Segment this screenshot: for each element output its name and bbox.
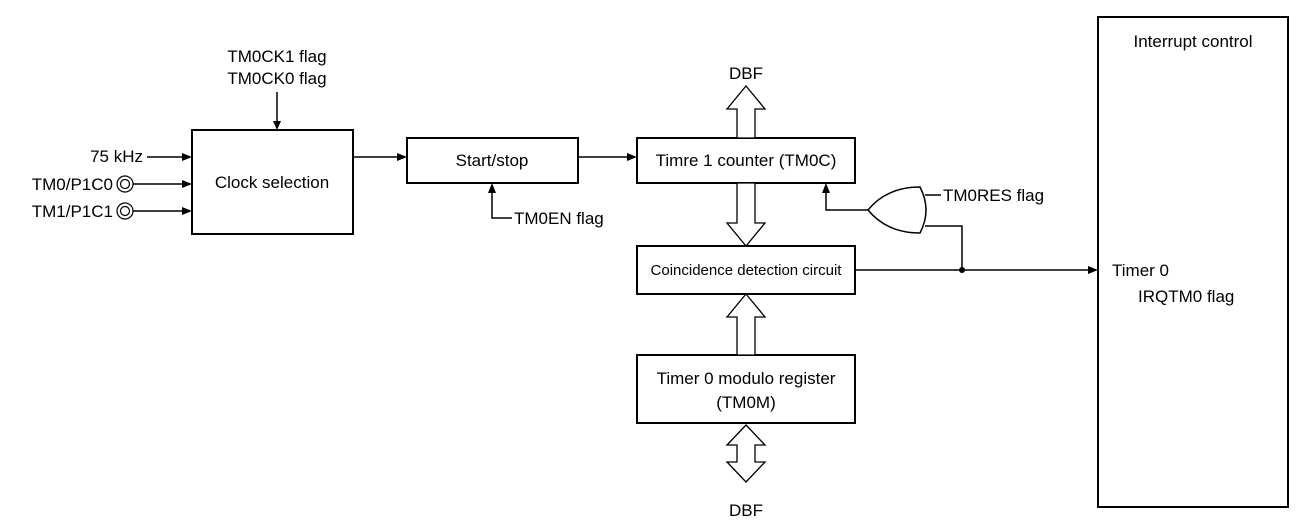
modulo-to-coincidence-bus-arrow [725, 292, 767, 356]
modulo-register-label-line1: Timer 0 modulo register [657, 369, 836, 388]
timer0-label: Timer 0 [1112, 261, 1169, 280]
tm0en-flag-label: TM0EN flag [514, 209, 604, 228]
dbf-bottom-label: DBF [729, 501, 763, 520]
dbf-bottom-bus-arrow [725, 424, 767, 483]
interrupt-control-block [1097, 16, 1289, 508]
interrupt-control-label: Interrupt control [1133, 32, 1252, 51]
start-stop-label: Start/stop [456, 151, 529, 170]
or-to-counter-reset-line [825, 192, 868, 211]
tm1-pin-label: TM1/P1C1 [32, 202, 113, 221]
modulo-register-label-line2: (TM0M) [716, 393, 775, 412]
tm1-pin-terminal-inner [119, 205, 131, 217]
tm0-pin-arrow-head [182, 180, 192, 188]
irqtm0-flag-label: IRQTM0 flag [1138, 287, 1234, 306]
dbf-top-bus-arrow [725, 84, 767, 139]
clock-75khz-arrow-head [182, 153, 192, 161]
tm0-pin-terminal-outer [116, 175, 134, 193]
tm0en-arrow-head [488, 183, 496, 193]
tm0ck1-flag-label: TM0CK1 flag [227, 47, 326, 66]
clock-75khz-label: 75 kHz [90, 147, 143, 166]
tm0en-line [491, 192, 512, 219]
coincidence-detection-label: Coincidence detection circuit [651, 262, 843, 279]
tm1-pin-terminal-outer [116, 202, 134, 220]
or-feedback-line [925, 225, 963, 270]
interrupt-arrow-head [1088, 266, 1098, 274]
tm1-pin-arrow-head [182, 207, 192, 215]
tm0ck-arrow-head [273, 121, 281, 130]
tm0ck0-flag-label: TM0CK0 flag [227, 69, 326, 88]
tm0-pin-label: TM0/P1C0 [32, 175, 113, 194]
dbf-top-label: DBF [729, 64, 763, 83]
tm0res-flag-label: TM0RES flag [943, 186, 1044, 205]
junction-dot [959, 267, 965, 273]
or-gate [867, 186, 927, 234]
clock-selection-label: Clock selection [215, 173, 329, 192]
timer-counter-label: Timre 1 counter (TM0C) [656, 151, 837, 170]
start-stop-block [406, 137, 579, 184]
timer-counter-block [636, 137, 856, 184]
clock-selection-block [191, 129, 354, 235]
modulo-register-block [636, 354, 856, 424]
tm0-pin-terminal-inner [119, 178, 131, 190]
clock-to-start-stop-arrow-head [397, 153, 407, 161]
counter-to-coincidence-bus-arrow [725, 182, 767, 248]
counter-reset-arrow-head [822, 183, 830, 193]
start-stop-to-counter-arrow-head [627, 153, 637, 161]
